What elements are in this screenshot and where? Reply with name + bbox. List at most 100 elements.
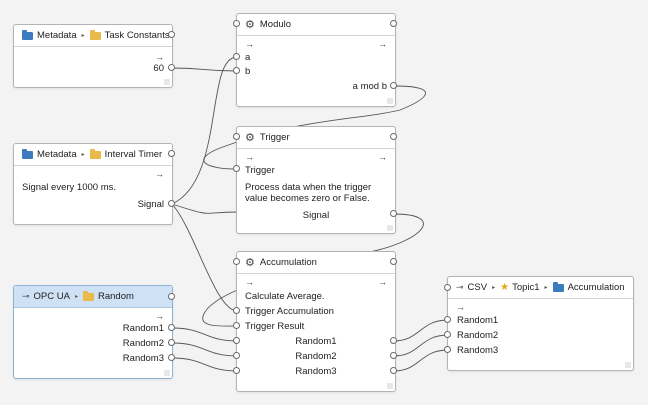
node-port-accumulation-left[interactable] — [233, 258, 240, 265]
node-title: Modulo — [259, 19, 292, 30]
arrow-icon: → — [155, 169, 164, 179]
series-label: Random3 — [295, 366, 337, 377]
node-header[interactable]: ⚙ Modulo — [237, 14, 395, 36]
folder-icon — [22, 148, 33, 159]
arrow-icon: → — [155, 52, 164, 62]
wire-constant-to-modulo-b[interactable] — [171, 67, 238, 72]
input-port-random2[interactable] — [233, 352, 240, 359]
wire-random1-out[interactable] — [393, 319, 449, 342]
node-header[interactable]: ⚙ Trigger — [237, 127, 395, 149]
node-header[interactable]: ⊸ CSV ▸ ★ Topic1 ▸ Accumulation — [448, 277, 633, 299]
input-port-trigger-result[interactable] — [233, 322, 240, 329]
path-segment: Task Constants — [104, 30, 170, 41]
path-segment: OPC UA — [33, 291, 70, 302]
gear-icon: ⚙ — [245, 132, 255, 144]
node-port-accumulation-right[interactable] — [390, 258, 397, 265]
resize-handle[interactable] — [164, 370, 170, 376]
trigger-node[interactable]: ⚙ Trigger → → Trigger Process data when … — [236, 126, 396, 234]
output-label: 60 — [153, 63, 164, 74]
arrow-icon: → — [456, 302, 465, 312]
node-port-task-constants-top[interactable] — [168, 31, 175, 38]
gear-icon: ⚙ — [245, 257, 255, 269]
node-port-modulo-left[interactable] — [233, 20, 240, 27]
output-label: Signal — [302, 210, 330, 221]
output-port-a-mod-b[interactable] — [390, 82, 397, 89]
node-title: Accumulation — [259, 257, 317, 268]
arrow-icon: → — [245, 277, 254, 287]
output-port-random1[interactable] — [390, 337, 397, 344]
resize-handle[interactable] — [625, 362, 631, 368]
separator-icon: ▸ — [74, 294, 78, 300]
input-port-random3[interactable] — [233, 367, 240, 374]
wire-random3-out[interactable] — [393, 349, 449, 372]
node-port-interval-timer-top[interactable] — [168, 150, 175, 157]
input-port-b[interactable] — [233, 67, 240, 74]
wire-random2-out[interactable] — [393, 334, 449, 357]
interval-timer-node[interactable]: Metadata ▸ Interval Timer → Signal every… — [13, 143, 173, 225]
output-port-random2[interactable] — [390, 352, 397, 359]
plug-icon: ⊸ — [22, 291, 30, 301]
resize-handle[interactable] — [164, 79, 170, 85]
output-port-random2[interactable] — [168, 339, 175, 346]
node-port-opc-ua-top[interactable] — [168, 293, 175, 300]
node-header[interactable]: Metadata ▸ Interval Timer — [14, 144, 172, 166]
resize-handle[interactable] — [387, 383, 393, 389]
opc-ua-random-node[interactable]: ⊸ OPC UA ▸ Random → Random1 Random2 Rand… — [13, 285, 173, 379]
resize-handle[interactable] — [387, 225, 393, 231]
plug-icon: ⊸ — [456, 282, 464, 292]
node-port-trigger-left[interactable] — [233, 133, 240, 140]
separator-icon: ▸ — [81, 152, 85, 158]
output-port-60[interactable] — [168, 64, 175, 71]
output-label: Random3 — [122, 353, 164, 364]
folder-icon — [552, 281, 564, 292]
folder-icon — [83, 290, 94, 301]
path-segment: CSV — [467, 282, 488, 293]
folder-icon — [89, 29, 101, 40]
node-port-csv-left[interactable] — [444, 284, 451, 291]
wire-signal-to-modulo-a[interactable] — [171, 56, 238, 205]
node-title: Trigger — [259, 132, 290, 143]
input-port-a[interactable] — [233, 53, 240, 60]
node-description: Process data when the trigger — [245, 182, 372, 193]
input-port-csv-random2[interactable] — [444, 331, 451, 338]
input-port-csv-random3[interactable] — [444, 346, 451, 353]
input-port-trigger-accumulation[interactable] — [233, 307, 240, 314]
csv-output-node[interactable]: ⊸ CSV ▸ ★ Topic1 ▸ Accumulation → Random… — [447, 276, 634, 371]
wire-random2-in[interactable] — [171, 342, 238, 357]
resize-handle[interactable] — [387, 98, 393, 104]
accumulation-node[interactable]: ⚙ Accumulation → → Calculate Average. Tr… — [236, 251, 396, 392]
input-port-random1[interactable] — [233, 337, 240, 344]
output-port-random3[interactable] — [168, 354, 175, 361]
separator-icon: ▸ — [81, 33, 85, 39]
wire-random3-in[interactable] — [171, 357, 238, 372]
path-segment: Topic1 — [512, 282, 540, 293]
path-segment: Accumulation — [567, 282, 625, 293]
wire-random1-in[interactable] — [171, 327, 238, 342]
node-port-trigger-right[interactable] — [390, 133, 397, 140]
output-label: Random2 — [122, 338, 164, 349]
input-label: Trigger — [245, 165, 275, 176]
arrow-icon: → — [245, 152, 254, 162]
node-header[interactable]: ⊸ OPC UA ▸ Random — [14, 286, 172, 308]
folder-icon — [89, 148, 101, 159]
node-port-modulo-right[interactable] — [390, 20, 397, 27]
task-constants-node[interactable]: Metadata ▸ Task Constants → 60 — [13, 24, 173, 88]
node-header[interactable]: Metadata ▸ Task Constants — [14, 25, 172, 47]
modulo-node[interactable]: ⚙ Modulo → → a b a mod b — [236, 13, 396, 107]
node-description: Signal every 1000 ms. — [22, 182, 116, 193]
path-segment: Random — [98, 291, 134, 302]
input-label: Random2 — [457, 330, 499, 341]
wire-signal-to-trigger-signal[interactable] — [171, 203, 238, 214]
input-port-trigger[interactable] — [233, 165, 240, 172]
wire-signal-to-trigger-accumulation[interactable] — [171, 203, 238, 312]
series-label: Random1 — [295, 336, 337, 347]
output-port-random1[interactable] — [168, 324, 175, 331]
input-port-csv-random1[interactable] — [444, 316, 451, 323]
output-port-signal[interactable] — [168, 200, 175, 207]
node-header[interactable]: ⚙ Accumulation — [237, 252, 395, 274]
output-label: Signal — [137, 199, 164, 210]
output-port-trigger-signal[interactable] — [390, 210, 397, 217]
output-port-random3[interactable] — [390, 367, 397, 374]
input-label: Trigger Accumulation — [245, 306, 334, 317]
input-label: Random3 — [457, 345, 499, 356]
